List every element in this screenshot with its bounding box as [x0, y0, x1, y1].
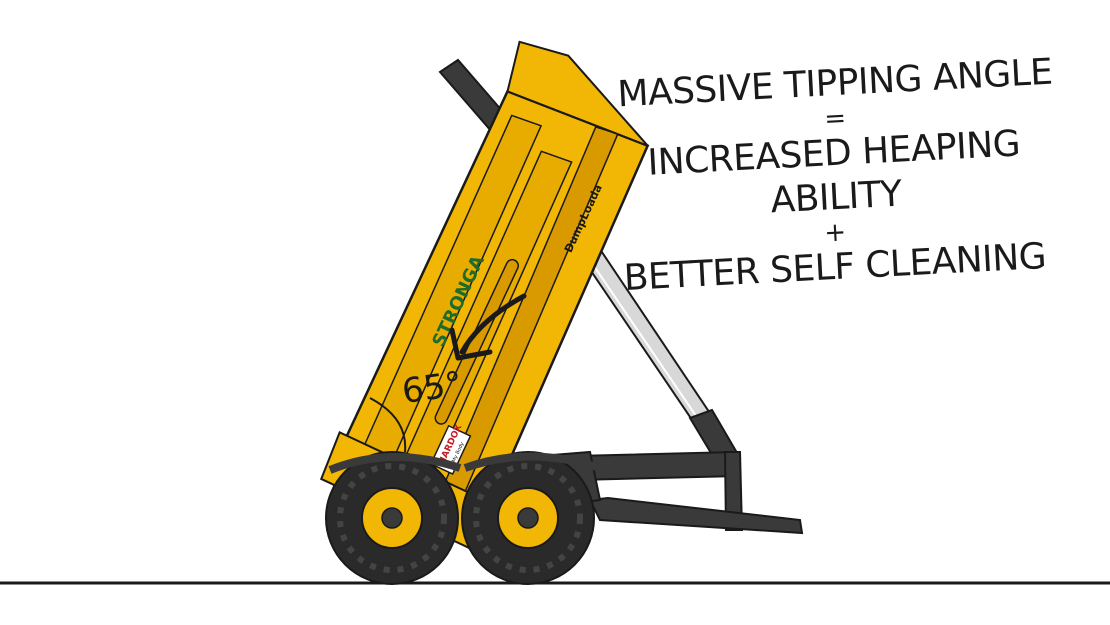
angle-label: 65° [399, 364, 465, 412]
curved-arrow-icon [449, 293, 527, 361]
mudguard [463, 452, 602, 472]
headline: MASSIVE TIPPING ANGLE = INCREASED HEAPIN… [580, 52, 1090, 299]
mudguard [328, 453, 462, 474]
wheel-front [325, 451, 459, 585]
angle-arc [369, 397, 407, 453]
wheel-rear [461, 451, 595, 585]
